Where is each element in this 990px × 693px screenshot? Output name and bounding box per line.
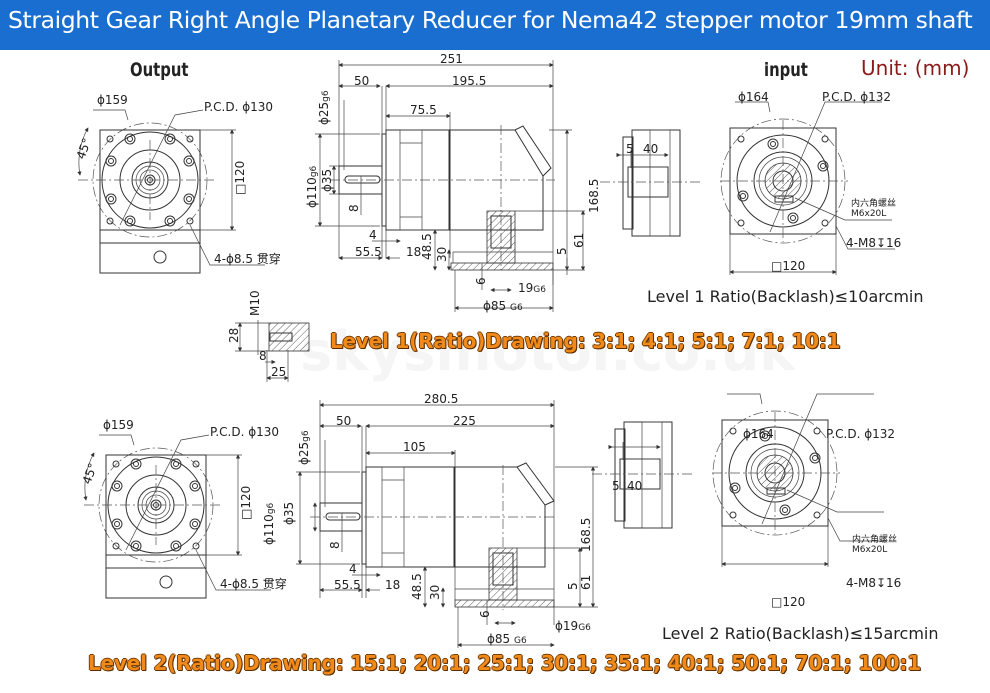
svg-text:4-M8↧16: 4-M8↧16 [846, 236, 901, 250]
svg-text:P.C.D. ϕ132: P.C.D. ϕ132 [826, 427, 895, 441]
level1-ratio-title: Level 1(Ratio)Drawing: 3:1; 4:1; 5:1; 7:… [330, 329, 841, 353]
svg-text:48.5: 48.5 [420, 233, 434, 260]
svg-text:4: 4 [369, 228, 377, 242]
svg-text:45°: 45° [74, 136, 94, 161]
svg-text:75.5: 75.5 [410, 103, 437, 117]
svg-text:6: 6 [478, 610, 492, 618]
svg-text:48.5: 48.5 [410, 573, 424, 600]
watermark: skysmotor.co.uk [300, 320, 796, 383]
svg-text:M6x20L: M6x20L [851, 209, 886, 219]
svg-text:8: 8 [328, 541, 342, 549]
svg-text:4-ϕ8.5 贯穿: 4-ϕ8.5 贯穿 [214, 251, 281, 266]
svg-text:内六角螺丝: 内六角螺丝 [852, 533, 897, 545]
svg-text:55.5: 55.5 [355, 245, 382, 259]
svg-text:168.5: 168.5 [579, 518, 593, 552]
svg-text:ϕ85 G6: ϕ85 G6 [483, 299, 523, 313]
svg-text:ϕ159: ϕ159 [97, 93, 128, 107]
unit-label: Unit: (mm) [861, 56, 970, 80]
input-view-label: input [764, 59, 808, 81]
svg-text:45°: 45° [80, 461, 100, 486]
svg-text:8: 8 [259, 349, 267, 363]
svg-text:ϕ19G6: ϕ19G6 [555, 619, 591, 633]
svg-text:18: 18 [406, 245, 421, 259]
level2-ratio-title: Level 2(Ratio)Drawing: 15:1; 20:1; 25:1;… [88, 651, 921, 675]
svg-text:195.5: 195.5 [452, 74, 486, 88]
svg-text:61: 61 [572, 233, 586, 248]
svg-text:内六角螺丝: 内六角螺丝 [851, 197, 896, 209]
svg-text:280.5: 280.5 [424, 392, 458, 406]
svg-text:40: 40 [627, 479, 642, 493]
level2-side-view [296, 400, 598, 648]
svg-text:ϕ35: ϕ35 [320, 169, 334, 192]
svg-text:ϕ164: ϕ164 [738, 90, 769, 104]
svg-text:251: 251 [440, 52, 463, 66]
svg-text:□120: □120 [771, 595, 805, 609]
svg-text:4-ϕ8.5 贯穿: 4-ϕ8.5 贯穿 [220, 576, 287, 591]
level1-backlash-label: Level 1 Ratio(Backlash)≤10arcmin [647, 287, 924, 306]
svg-text:M10: M10 [248, 290, 262, 316]
svg-text:ϕ35: ϕ35 [282, 502, 296, 525]
level2-dimension-labels: ϕ159 P.C.D. ϕ130 45° □120 4-ϕ8.5 贯穿 280.… [80, 392, 902, 646]
svg-text:40: 40 [643, 142, 658, 156]
svg-text:5: 5 [626, 142, 634, 156]
svg-text:61: 61 [579, 575, 593, 590]
svg-text:25: 25 [271, 365, 286, 379]
svg-text:19G6: 19G6 [518, 281, 546, 295]
svg-text:225: 225 [453, 414, 476, 428]
level1-dimension-labels: ϕ159 P.C.D. ϕ130 45° □120 4-ϕ8.5 贯穿 251 … [74, 52, 902, 313]
tap-detail [235, 320, 310, 382]
svg-text:P.C.D. ϕ132: P.C.D. ϕ132 [822, 90, 891, 104]
svg-text:□120: □120 [233, 161, 247, 195]
svg-text:M6x20L: M6x20L [852, 545, 887, 555]
svg-text:ϕ159: ϕ159 [103, 418, 134, 432]
svg-text:30: 30 [435, 247, 449, 262]
svg-text:ϕ164: ϕ164 [743, 427, 774, 441]
level1-side-view [315, 60, 586, 312]
svg-text:105: 105 [403, 440, 426, 454]
svg-text:8: 8 [347, 204, 361, 212]
page-title: Straight Gear Right Angle Planetary Redu… [8, 6, 973, 34]
svg-text:30: 30 [428, 585, 442, 600]
svg-text:P.C.D. ϕ130: P.C.D. ϕ130 [204, 100, 273, 114]
svg-text:□120: □120 [771, 259, 805, 273]
svg-text:5: 5 [566, 582, 580, 590]
svg-text:ϕ25g6: ϕ25g6 [317, 90, 331, 125]
tap-detail-labels: M10 28 8 25 [227, 290, 286, 379]
svg-text:50: 50 [354, 74, 369, 88]
output-view-label: Output [130, 59, 189, 81]
svg-text:168.5: 168.5 [587, 179, 601, 213]
svg-text:P.C.D. ϕ130: P.C.D. ϕ130 [210, 425, 279, 439]
svg-text:4-M8↧16: 4-M8↧16 [846, 576, 901, 590]
svg-text:ϕ110g6: ϕ110g6 [305, 165, 319, 208]
svg-text:55.5: 55.5 [334, 578, 361, 592]
svg-text:50: 50 [336, 414, 351, 428]
svg-text:□120: □120 [239, 486, 253, 520]
svg-text:ϕ85 G6: ϕ85 G6 [487, 632, 527, 646]
title-banner: Straight Gear Right Angle Planetary Redu… [0, 0, 990, 50]
level2-backlash-label: Level 2 Ratio(Backlash)≤15arcmin [662, 624, 939, 643]
svg-text:6: 6 [474, 277, 488, 285]
svg-text:18: 18 [385, 578, 400, 592]
svg-text:ϕ110g6: ϕ110g6 [262, 502, 276, 545]
svg-text:5: 5 [555, 247, 569, 255]
svg-text:4: 4 [349, 562, 357, 576]
svg-text:ϕ25g6: ϕ25g6 [297, 430, 311, 465]
svg-text:5: 5 [612, 479, 620, 493]
svg-text:28: 28 [227, 328, 241, 343]
